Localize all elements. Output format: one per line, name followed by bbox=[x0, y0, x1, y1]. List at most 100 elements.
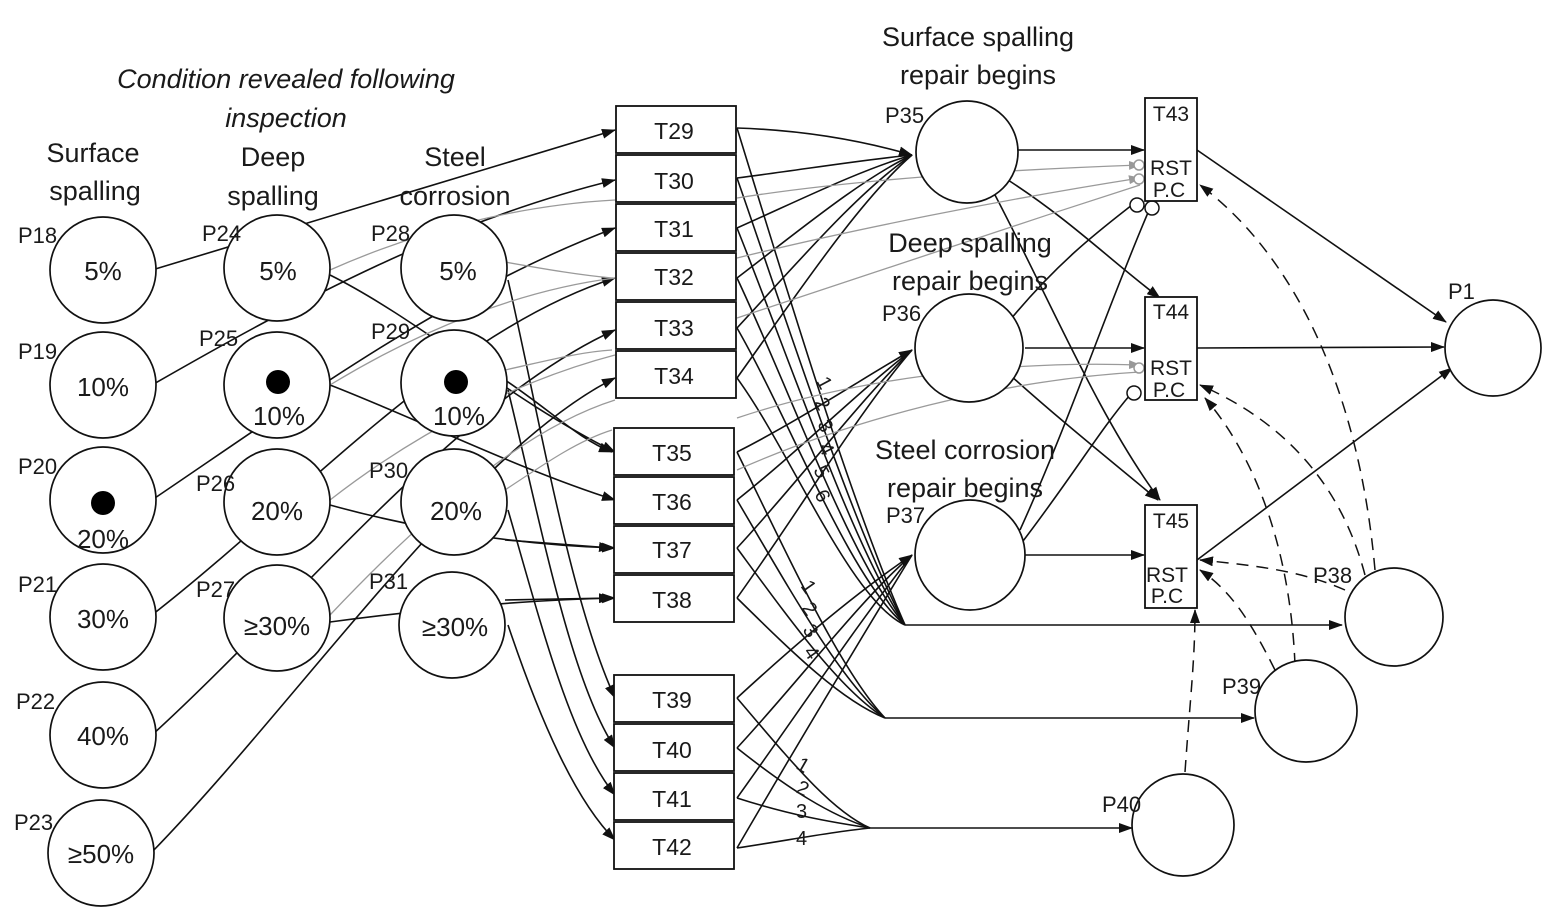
transition-t34[interactable]: T34 bbox=[615, 350, 737, 399]
place-value: ≥30% bbox=[422, 612, 488, 642]
transition-label: T45 bbox=[1153, 510, 1189, 533]
place-value: ≥30% bbox=[244, 611, 310, 641]
arc-p31-t38 bbox=[504, 593, 613, 604]
transition-label: T40 bbox=[652, 737, 692, 763]
token bbox=[91, 491, 115, 515]
transition-label: T31 bbox=[654, 216, 694, 242]
transition-t30[interactable]: T30 bbox=[615, 154, 737, 203]
place-p37[interactable]: P37 bbox=[886, 499, 1026, 611]
transition-t38[interactable]: T38 bbox=[613, 574, 735, 623]
place-p28[interactable]: 5% P28 bbox=[371, 214, 508, 322]
place-value: 10% bbox=[253, 401, 305, 431]
deep-repair-heading-line1: Deep spalling bbox=[888, 228, 1052, 258]
place-label: P1 bbox=[1448, 279, 1475, 304]
place-p18[interactable]: 5% P18 bbox=[18, 216, 157, 324]
transition-t35[interactable]: T35 bbox=[613, 427, 735, 476]
arc-p20-t31 bbox=[151, 227, 616, 501]
arc-p37-inhib-t43 bbox=[1019, 207, 1151, 531]
surface-repair-heading-line2: repair begins bbox=[900, 60, 1056, 90]
place-p27[interactable]: ≥30% P27 bbox=[196, 564, 331, 672]
inspection-heading-line2: inspection bbox=[225, 103, 347, 133]
rst-label: RST bbox=[1150, 357, 1192, 380]
arc-t41-p37 bbox=[736, 554, 913, 799]
arc-t31-p35 bbox=[736, 154, 913, 229]
transition-t29[interactable]: T29 bbox=[615, 105, 737, 154]
place-layer: 5% P18 10% P19 20% P20 30% P21 40% P22 ≥… bbox=[14, 100, 1542, 907]
arc-p37-inhib-t44 bbox=[1019, 394, 1131, 546]
place-value: 5% bbox=[84, 256, 122, 286]
place-p1[interactable]: P1 bbox=[1444, 279, 1542, 397]
transition-t43[interactable]: T43 RST P.C bbox=[1144, 97, 1198, 202]
place-label: P19 bbox=[18, 339, 57, 364]
transition-t37[interactable]: T37 bbox=[613, 525, 735, 574]
transition-label: T29 bbox=[654, 118, 694, 144]
transition-t39[interactable]: T39 bbox=[613, 674, 735, 723]
transition-t36[interactable]: T36 bbox=[613, 476, 735, 525]
transition-label: T30 bbox=[654, 168, 694, 194]
place-p26[interactable]: 20% P26 bbox=[196, 448, 331, 556]
place-p21[interactable]: 30% P21 bbox=[18, 563, 157, 671]
transition-label: T44 bbox=[1153, 301, 1190, 324]
arc-t33-p35 bbox=[736, 154, 913, 329]
place-label: P35 bbox=[885, 103, 924, 128]
transition-t44[interactable]: T44 RST P.C bbox=[1144, 296, 1198, 402]
transition-label: T39 bbox=[652, 687, 692, 713]
place-p22[interactable]: 40% P22 bbox=[16, 681, 157, 789]
dashed-p38-t44 bbox=[1199, 384, 1366, 576]
arc-label-c4: 4 bbox=[796, 828, 807, 850]
place-p24[interactable]: 5% P24 bbox=[202, 214, 331, 322]
dashed-p39-t44 bbox=[1204, 397, 1296, 666]
arc-t39-p37 bbox=[736, 554, 913, 699]
place-value: 20% bbox=[430, 496, 482, 526]
arc-t40-p37 bbox=[736, 554, 913, 749]
transition-t33[interactable]: T33 bbox=[615, 301, 737, 350]
arc-label-c1: 1 bbox=[793, 753, 814, 778]
transition-t45[interactable]: T45 RST P.C bbox=[1144, 504, 1198, 609]
transition-label: T35 bbox=[652, 440, 692, 466]
place-p39[interactable]: P39 bbox=[1222, 659, 1358, 763]
arc-p21-t32 bbox=[151, 277, 616, 616]
transition-t40[interactable]: T40 bbox=[613, 723, 735, 772]
deep-spalling-heading-line1: Deep bbox=[241, 142, 306, 172]
place-p38[interactable]: P38 bbox=[1313, 563, 1444, 667]
place-p36[interactable]: P36 bbox=[882, 293, 1024, 403]
arc-p29-t40 bbox=[507, 389, 616, 749]
arc-p22-t33 bbox=[151, 329, 616, 736]
transition-t32[interactable]: T32 bbox=[615, 252, 737, 301]
arc-label-a5: 5 bbox=[809, 462, 834, 482]
place-p30[interactable]: 20% P30 bbox=[369, 448, 508, 556]
inhibitor-arc-layer bbox=[1126, 159, 1160, 401]
place-p25[interactable]: 10% P25 bbox=[199, 326, 331, 439]
grey-arc-5 bbox=[504, 261, 613, 279]
place-p40[interactable]: P40 bbox=[1102, 773, 1235, 877]
place-value: 10% bbox=[433, 401, 485, 431]
grey-arc-12 bbox=[736, 371, 1141, 471]
place-p23[interactable]: ≥50% P23 bbox=[14, 799, 155, 907]
arc-p30-t41 bbox=[507, 509, 616, 796]
transition-label: T37 bbox=[652, 537, 692, 563]
arc-t34-p35 bbox=[736, 154, 913, 379]
arc-label-a6: 6 bbox=[810, 486, 835, 506]
arc-label-b2: 2 bbox=[797, 598, 821, 620]
place-p19[interactable]: 10% P19 bbox=[18, 331, 157, 439]
arc-t35-bus2 bbox=[736, 451, 886, 719]
place-p35[interactable]: P35 bbox=[885, 100, 1019, 204]
arc-t30-p35 bbox=[736, 154, 913, 179]
place-p31[interactable]: ≥30% P31 bbox=[369, 569, 506, 679]
transition-label: T32 bbox=[654, 264, 694, 290]
place-p29[interactable]: 10% P29 bbox=[371, 319, 508, 437]
transition-t42[interactable]: T42 bbox=[613, 821, 735, 870]
arc-p36-t45 bbox=[1009, 374, 1159, 501]
inhibitor-circle-t44-a bbox=[1126, 385, 1142, 401]
arc-t43-p1 bbox=[1196, 149, 1447, 323]
transition-t31[interactable]: T31 bbox=[615, 203, 737, 252]
pc-label: P.C bbox=[1153, 179, 1185, 202]
place-label: P26 bbox=[196, 471, 235, 496]
place-label: P31 bbox=[369, 569, 408, 594]
token bbox=[266, 370, 290, 394]
transition-t41[interactable]: T41 bbox=[613, 772, 735, 821]
steel-corrosion-heading-line2: corrosion bbox=[399, 181, 510, 211]
heading-layer: Condition revealed following inspection … bbox=[46, 22, 1074, 503]
dashed-p38-t43 bbox=[1199, 184, 1376, 571]
place-p20[interactable]: 20% P20 bbox=[18, 446, 157, 554]
